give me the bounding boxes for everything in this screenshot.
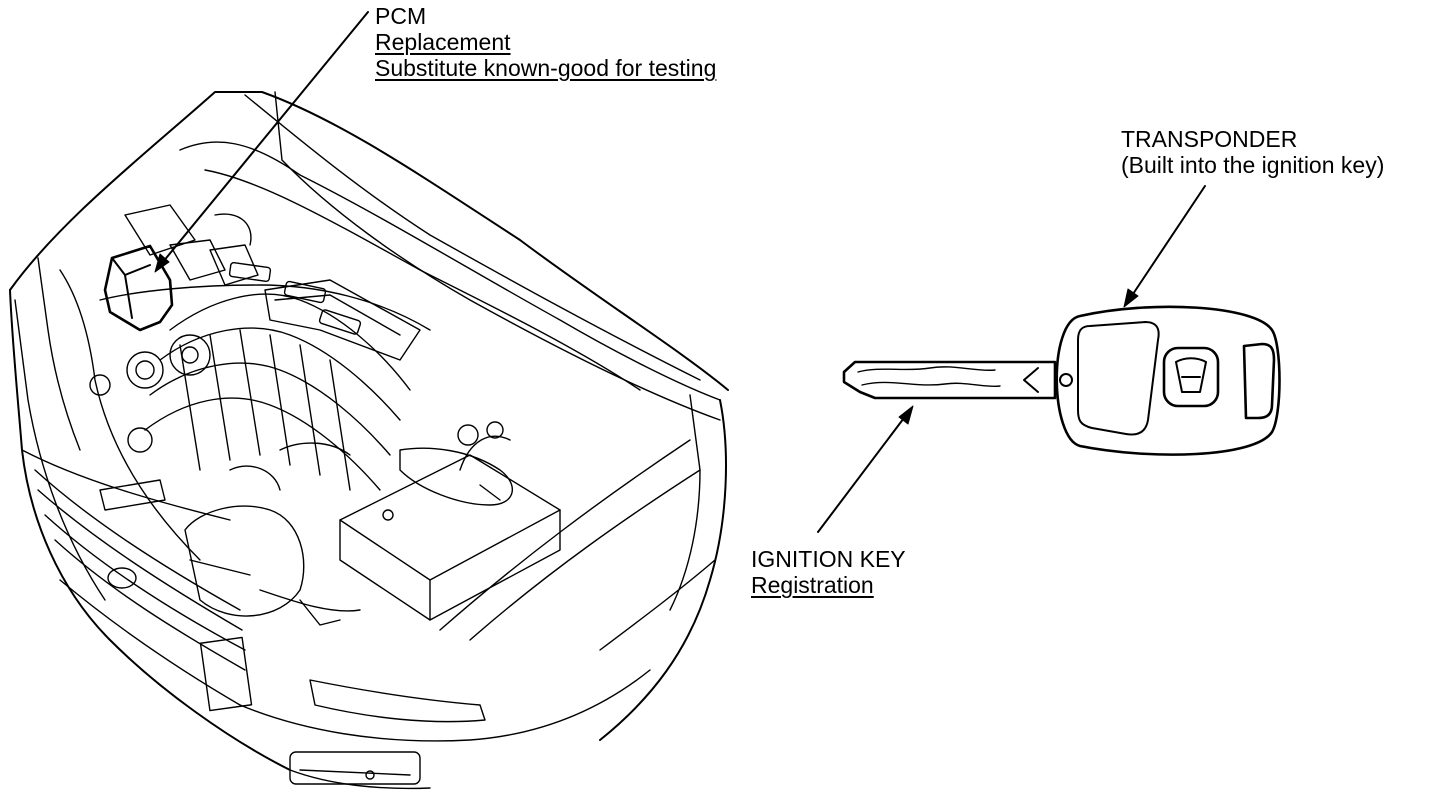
ignition-key-callout-name: IGNITION KEY (751, 546, 906, 572)
pcm-leader-line (154, 11, 369, 273)
ignition-key-callout: IGNITION KEY Registration (751, 546, 906, 598)
pcm-callout-note: Substitute known-good for testing (375, 55, 717, 81)
transponder-callout-note: (Built into the ignition key) (1121, 152, 1385, 178)
pcm-callout: PCM Replacement Substitute known-good fo… (375, 3, 716, 81)
pcm-callout-action: Replacement (375, 29, 511, 55)
ignition-key-illustration (842, 305, 1281, 456)
transponder-callout-name: TRANSPONDER (1121, 126, 1298, 152)
ignition-key-callout-action: Registration (751, 572, 874, 598)
transponder-leader-line (1123, 185, 1206, 308)
ignition-key-leader-line (817, 405, 914, 533)
pcm-callout-name: PCM (375, 3, 427, 29)
vehicle-engine-bay-illustration (9, 91, 729, 790)
transponder-callout: TRANSPONDER (Built into the ignition key… (1121, 126, 1384, 178)
